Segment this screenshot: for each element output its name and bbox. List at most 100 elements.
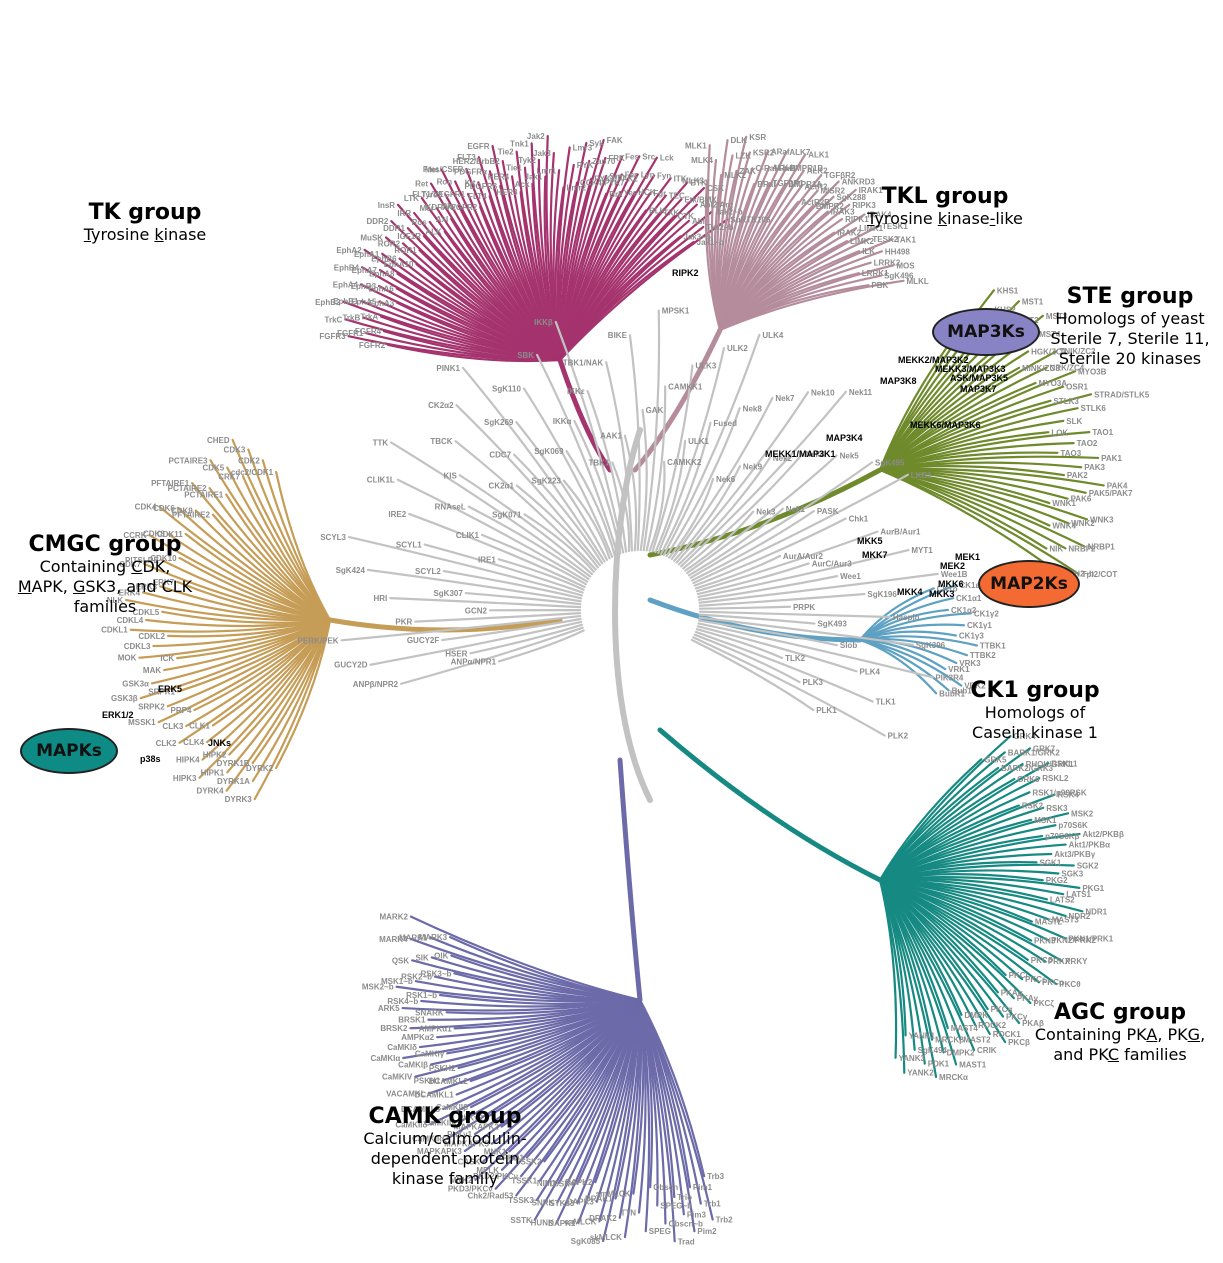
kinase-label: ERK4 bbox=[119, 588, 141, 597]
kinase-label: ANKRD3 bbox=[842, 178, 876, 187]
tkl-group-label: TKL group Tyrosine kinase-like bbox=[850, 184, 1040, 229]
kinase-label: TTBK1 bbox=[980, 641, 1006, 650]
kinase-label: PRP4 bbox=[171, 706, 192, 715]
kinase-label: ANPβ/NPR2 bbox=[353, 680, 399, 689]
tkl-branch bbox=[718, 279, 905, 332]
kinase-label: ZAK bbox=[739, 167, 756, 176]
kinase-label: SCYL1 bbox=[396, 541, 422, 550]
kinase-label: FAK bbox=[607, 136, 623, 145]
cmgc-branch bbox=[275, 618, 332, 770]
kinase-label: ROCK2 bbox=[978, 1021, 1007, 1030]
highlight-labels: RIPK2MEKK2/MAP3K2MEKK3/MAP3K3ASK/MAP3K5M… bbox=[102, 268, 1008, 764]
kinase-label: SgK071 bbox=[492, 510, 522, 519]
kinase-label: GRK4 bbox=[1013, 732, 1036, 741]
kinase-label: ActR2 bbox=[804, 182, 828, 191]
kinase-label: Tie1 bbox=[506, 164, 522, 173]
kinase-label: LOK bbox=[1051, 428, 1068, 437]
highlight-mek2: MEK2 bbox=[940, 561, 965, 571]
kinase-label: SgK223 bbox=[532, 477, 562, 486]
kinase-label: Tyro3 bbox=[421, 191, 443, 200]
kinase-label: Trb3 bbox=[707, 1172, 724, 1181]
kinase-label: NIK bbox=[1049, 545, 1063, 554]
kinase-label: GRK7 bbox=[1033, 744, 1056, 753]
kinase-label: PRKX bbox=[1048, 957, 1071, 966]
cmgc-branch bbox=[228, 618, 332, 756]
kinase-label: LKB1 bbox=[911, 471, 932, 480]
kinase-label: ULK4 bbox=[762, 331, 783, 340]
kinase-label: Tyk2 bbox=[518, 156, 536, 165]
ck1-group-label: CK1 group Homologs of Casein kinase 1 bbox=[960, 678, 1110, 743]
kinase-label: PKCη bbox=[1042, 978, 1064, 987]
kinase-label: CDKL4 bbox=[117, 616, 144, 625]
kinase-label: WNK1 bbox=[1052, 499, 1076, 508]
kinase-label: GSK3α bbox=[122, 679, 149, 688]
highlight-map3k8: MAP3K8 bbox=[880, 376, 917, 386]
kinase-label: CDKL1 bbox=[101, 626, 128, 635]
other-branch bbox=[535, 353, 619, 556]
kinase-label: HIPK2 bbox=[203, 751, 227, 760]
other-branch bbox=[389, 597, 582, 609]
kinase-label: MSK2 bbox=[1071, 809, 1094, 818]
kinase-label: BARK1/GRK2 bbox=[1008, 748, 1061, 757]
kinase-label: TGFβR2 bbox=[824, 171, 856, 180]
kinase-label: HGK/ZC1 bbox=[1031, 347, 1067, 356]
kinase-label: TrkB bbox=[342, 314, 360, 323]
kinase-label: ARK5 bbox=[378, 1004, 400, 1013]
other-branch bbox=[396, 478, 589, 583]
kinase-label: InsR bbox=[378, 201, 396, 210]
other-branch bbox=[691, 510, 815, 582]
kinase-label: SgK269 bbox=[484, 418, 514, 427]
kinase-label: SIK bbox=[415, 953, 429, 962]
kinase-label: MuSK bbox=[360, 233, 383, 242]
kinase-label: SGK1 bbox=[1040, 858, 1062, 867]
kinase-label: GCN2~b bbox=[1062, 570, 1094, 579]
kinase-label: DYRK3 bbox=[225, 795, 253, 804]
kinase-label: TSSK4 bbox=[549, 1179, 575, 1188]
ck1-branch bbox=[858, 638, 938, 695]
ste-branch bbox=[878, 381, 1037, 472]
kinase-label: Abl2/Arg bbox=[700, 201, 733, 210]
cmgc-branch bbox=[275, 470, 332, 622]
ck1-group-desc-1: Homologs of bbox=[984, 703, 1086, 722]
kinase-label: DYRK4 bbox=[197, 787, 225, 796]
agc-group-label: AGC group Containing PKA, PKG, and PKC f… bbox=[1020, 1000, 1220, 1065]
kinase-label: Akt2/PKBβ bbox=[1083, 830, 1124, 839]
kinase-label: BMPR1A bbox=[788, 180, 822, 189]
kinase-label: PCTAIRE1 bbox=[184, 491, 224, 500]
kinase-label: ActR2B bbox=[801, 198, 830, 207]
kinase-label: QSK bbox=[392, 956, 410, 965]
tk-group-title: TK group bbox=[88, 200, 202, 225]
kinase-label: MELK bbox=[476, 1166, 499, 1175]
kinase-label: TBK1 bbox=[588, 459, 609, 468]
ste-group-desc-2: Sterile 7, Sterile 11, bbox=[1050, 329, 1210, 348]
kinase-label: SgK424 bbox=[336, 566, 366, 575]
kinase-label: TXK bbox=[663, 209, 679, 218]
kinase-label: PKCζ bbox=[1033, 999, 1054, 1008]
ck1-branch bbox=[858, 630, 957, 642]
kinase-label: IKKβ bbox=[534, 318, 553, 327]
kinase-label: PIK3R4 bbox=[935, 673, 964, 682]
kinase-label: CK1α1 bbox=[956, 594, 982, 603]
ste-group-desc-1: Homologs of yeast bbox=[1055, 309, 1205, 328]
other-branch bbox=[697, 622, 934, 679]
kinase-label: BLK bbox=[649, 206, 666, 215]
kinase-label: FGFR1 bbox=[337, 329, 364, 338]
other-branch bbox=[686, 454, 838, 575]
kinase-label: BMPR2 bbox=[816, 202, 845, 211]
kinase-label: VRK3 bbox=[959, 659, 981, 668]
kinase-label: RSKL1 bbox=[1051, 759, 1078, 768]
kinase-label: MSK1~b bbox=[381, 977, 413, 986]
cmgc-branch bbox=[178, 556, 332, 622]
other-branch bbox=[423, 543, 584, 594]
kinase-label: smMLCK bbox=[596, 1190, 631, 1199]
ste-branch bbox=[878, 366, 1021, 472]
kinase-label: Tyk2~b bbox=[706, 223, 733, 232]
other-branch bbox=[562, 479, 611, 560]
other-branch bbox=[689, 461, 874, 579]
kinase-label: PDK1 bbox=[928, 1060, 950, 1069]
kinase-label: TNIK/ZC2 bbox=[1059, 347, 1096, 356]
kinase-label: ALK1 bbox=[808, 151, 829, 160]
kinase-label: Axl bbox=[436, 215, 448, 224]
other-branch bbox=[697, 548, 910, 599]
kinase-label: MAPKAPK2 bbox=[454, 1123, 499, 1132]
